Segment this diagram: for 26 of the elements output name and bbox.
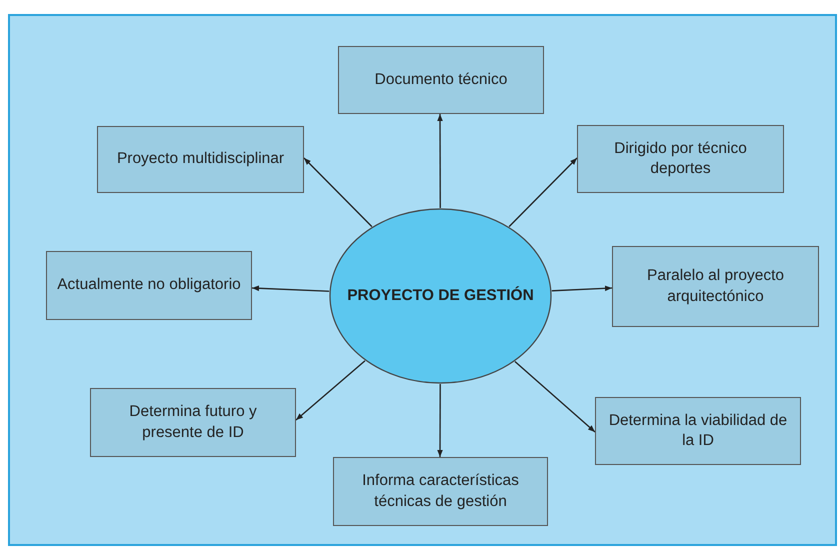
- arrow: [508, 158, 578, 228]
- process-box: [46, 251, 252, 320]
- box-text: Paralelo al proyecto arquitectónico: [646, 266, 785, 306]
- arrow: [304, 158, 372, 228]
- arrow: [514, 361, 596, 432]
- box-text: Informa características técnicas de gestión: [361, 471, 520, 512]
- arrow: [552, 286, 612, 292]
- process-box: [97, 126, 304, 193]
- process-box: [338, 46, 544, 114]
- box-text: Documento técnico: [374, 70, 508, 90]
- box-text: Proyecto multidisciplinar: [116, 149, 284, 170]
- box-text: Determina la viabilidad de la ID: [608, 410, 788, 451]
- arrow: [252, 286, 330, 292]
- arrow: [296, 360, 366, 420]
- process-box: [333, 457, 548, 526]
- process-box: [577, 125, 784, 193]
- process-box: [595, 397, 801, 465]
- box-text: Actualmente no obligatorio: [57, 275, 241, 296]
- box-text: Dirigido por técnico deportes: [613, 138, 748, 179]
- process-box: [90, 388, 296, 457]
- process-box: [612, 246, 819, 327]
- central-ellipse: [329, 208, 552, 384]
- arrow: [437, 384, 443, 457]
- arrow: [437, 114, 443, 208]
- box-text: Determina futuro y presente de ID: [128, 402, 258, 442]
- title-text: PROYECTO DE GESTIÓN: [347, 286, 534, 306]
